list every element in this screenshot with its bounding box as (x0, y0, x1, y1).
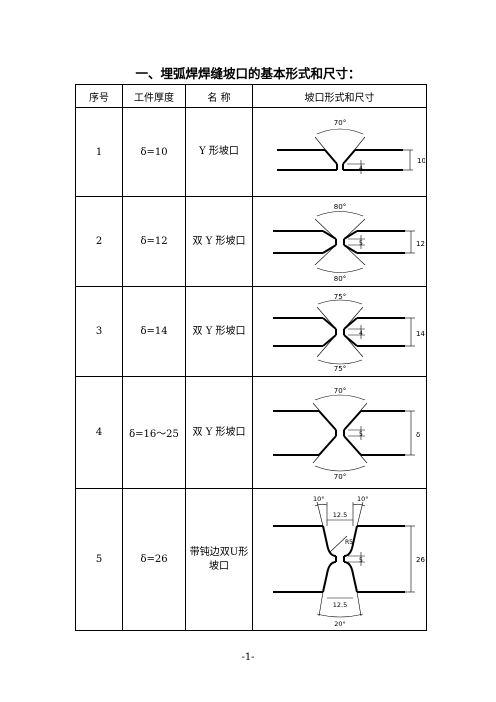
angle-bottom-label: 80° (333, 275, 345, 283)
row-no: 3 (75, 286, 123, 377)
row-name: Y 形坡口 (185, 107, 253, 197)
angle-right-label: 10° (357, 495, 369, 503)
double-u-groove-diagram: 10° 10° 12.5 R5 5 26 12.5 20° (272, 495, 425, 628)
double-y-groove-diagram: 70° 5 δ 70° (272, 387, 420, 481)
angle-left-label: 10° (313, 495, 325, 503)
angle-top-label: 70° (333, 119, 345, 127)
table-header-row: 序号 工件厚度 名 称 坡口形式和尺寸 (75, 84, 427, 108)
row-thickness: δ=12 (122, 196, 186, 287)
row-no: 5 (75, 488, 123, 631)
dim-t-label: 26 (416, 556, 425, 564)
table-row: 5 δ=26 带钝边双U形坡口 (75, 488, 427, 631)
table-row: 1 δ=10 Y 形坡口 (75, 107, 427, 197)
width-bottom-label: 12.5 (332, 601, 346, 609)
row-diagram: 75° 4 14 75° (252, 286, 427, 377)
row-name: 双 Y 形坡口 (185, 376, 253, 489)
row-diagram: 70° 5 δ 70° (252, 376, 427, 489)
dim-a-label: 5 (359, 240, 363, 247)
row-no: 1 (75, 107, 123, 197)
page-number: -1- (241, 652, 255, 663)
row-diagram: 70° 4 10 (252, 107, 427, 197)
row-thickness: δ=10 (122, 107, 186, 197)
dim-a-label: 4 (359, 165, 363, 172)
row-name: 双 Y 形坡口 (185, 286, 253, 377)
groove-table: 序号 工件厚度 名 称 坡口形式和尺寸 1 δ=10 Y 形坡口 (75, 84, 427, 631)
double-y-groove-diagram: 80° 5 12 80° (272, 203, 425, 283)
row-diagram: 10° 10° 12.5 R5 5 26 12.5 20° (252, 488, 427, 631)
angle-top-label: 75° (333, 293, 345, 301)
dim-t-label: 14 (416, 330, 425, 338)
row-name: 双 Y 形坡口 (185, 196, 253, 287)
page-title: 一、埋弧焊焊缝坡口的基本形式和尺寸： (135, 66, 361, 81)
row-thickness: δ=26 (122, 488, 186, 631)
radius-label: R5 (345, 539, 353, 546)
dim-a-label: 5 (359, 431, 363, 438)
header-name: 名 称 (185, 84, 253, 108)
table-row: 3 δ=14 双 Y 形坡口 (75, 286, 427, 377)
dim-a-label: 5 (359, 557, 363, 564)
dim-t-label: 12 (416, 240, 425, 248)
row-diagram: 80° 5 12 80° (252, 196, 427, 287)
angle-top-label: 80° (333, 203, 345, 211)
double-y-groove-diagram: 75° 4 14 75° (272, 293, 425, 373)
header-no: 序号 (75, 84, 123, 108)
angle-bottom-label: 75° (333, 365, 345, 373)
row-thickness: δ=14 (122, 286, 186, 377)
dim-t-label: 10 (417, 157, 425, 165)
table-row: 2 δ=12 双 Y 形坡口 (75, 196, 427, 287)
row-no: 4 (75, 376, 123, 489)
row-thickness: δ=16～25 (122, 376, 186, 489)
row-name: 带钝边双U形坡口 (185, 488, 253, 631)
row-no: 2 (75, 196, 123, 287)
width-top-label: 12.5 (332, 511, 346, 519)
header-shape: 坡口形式和尺寸 (252, 84, 427, 108)
table-row: 4 δ=16～25 双 Y 形坡口 (75, 376, 427, 489)
header-thickness: 工件厚度 (122, 84, 186, 108)
angle-bottom-label: 70° (333, 473, 345, 481)
dim-a-label: 4 (359, 330, 363, 337)
dim-t-label: δ (416, 431, 420, 439)
y-groove-diagram: 70° 4 10 (276, 119, 425, 174)
angle-top-label: 70° (333, 387, 345, 395)
angle-bottom-label: 20° (334, 620, 346, 628)
